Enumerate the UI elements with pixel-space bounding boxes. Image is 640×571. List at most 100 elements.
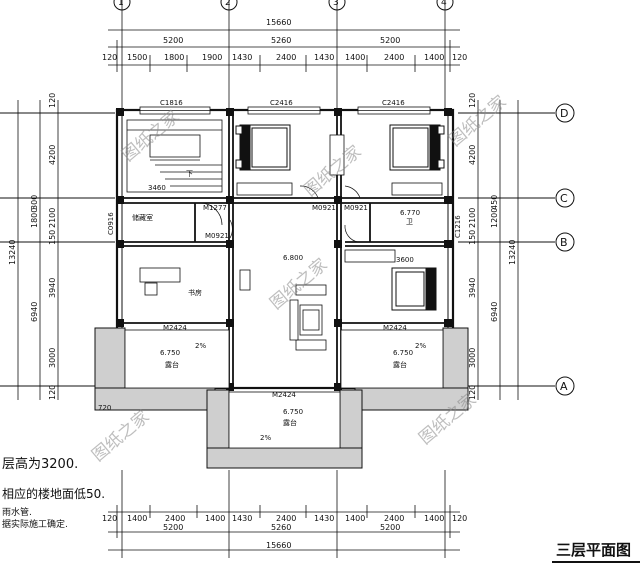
bottom-dimension-text: 120 1400 2400 1400 1430 2400 1430 1400 2… bbox=[102, 514, 467, 550]
room-storage: 储藏室 bbox=[132, 213, 153, 222]
dim-detail-top: 1400 bbox=[424, 53, 444, 62]
drawing-title: 三层平面图 bbox=[556, 541, 631, 559]
axis-label-A: A bbox=[560, 380, 568, 393]
misc-dim: 720 bbox=[98, 404, 111, 412]
dim-right-inner: 120 bbox=[468, 385, 477, 400]
dim-bay-top: 5260 bbox=[271, 36, 291, 45]
room-terrace-bottom: 露台 bbox=[283, 418, 297, 427]
bed-bedroom-b bbox=[391, 267, 437, 311]
room-terrace-left: 露台 bbox=[165, 360, 179, 369]
wardrobes bbox=[236, 134, 443, 263]
dim-bay-bottom: 5200 bbox=[163, 523, 183, 532]
note-line: 据实际施工确定. bbox=[2, 518, 68, 530]
dim-detail-top: 2400 bbox=[276, 53, 296, 62]
notes: 层高为3200. 相应的楼地面低50. 雨水管. 据实际施工确定. bbox=[2, 456, 105, 530]
dim-right-inner: 3000 bbox=[468, 348, 477, 368]
dim-left-small: 1800 bbox=[30, 208, 39, 228]
dim-left-inner: 120 bbox=[48, 385, 57, 400]
top-dimension-text: 15660 5200 5260 5200 120 1500 1800 1900 … bbox=[102, 18, 467, 62]
axis-label-4: 4 bbox=[441, 0, 447, 8]
structural-columns bbox=[116, 108, 452, 391]
level-terrace: 6.750 bbox=[393, 349, 413, 357]
dim-detail-bottom: 1430 bbox=[232, 514, 252, 523]
window-label: C0916 bbox=[107, 212, 115, 235]
dim-detail-bottom: 1400 bbox=[127, 514, 147, 523]
door-label: M1277 bbox=[203, 204, 227, 212]
note-line: 相应的楼地面低50. bbox=[2, 486, 105, 501]
dim-bay-top: 5200 bbox=[163, 36, 183, 45]
door-label: M2424 bbox=[163, 324, 187, 332]
window-label: C2416 bbox=[270, 99, 293, 107]
axis-label-D: D bbox=[560, 107, 568, 120]
dim-detail-bottom: 2400 bbox=[276, 514, 296, 523]
dim-detail-bottom: 1400 bbox=[345, 514, 365, 523]
level-terrace: 6.750 bbox=[160, 349, 180, 357]
dim-detail-top: 120 bbox=[102, 53, 117, 62]
dim-right-outer: 13240 bbox=[508, 240, 517, 265]
slope-mark: 2% bbox=[415, 342, 426, 350]
door-label: M2424 bbox=[383, 324, 407, 332]
top-dimension-lines bbox=[108, 0, 460, 110]
dim-detail-top: 1400 bbox=[345, 53, 365, 62]
window-label: C2416 bbox=[382, 99, 405, 107]
dim-left-inner: 3000 bbox=[48, 348, 57, 368]
dim-right-inner: 4200 bbox=[468, 145, 477, 165]
room-wc: 卫 bbox=[406, 218, 413, 226]
dim-total-bottom: 15660 bbox=[266, 541, 291, 550]
room-terrace-right: 露台 bbox=[393, 360, 407, 369]
dim-detail-top: 1900 bbox=[202, 53, 222, 62]
watermark: 图纸之家 bbox=[88, 407, 153, 466]
axis-label-B: B bbox=[560, 236, 568, 249]
bed-right bbox=[389, 124, 445, 171]
living-furniture bbox=[239, 269, 327, 351]
axis-bubbles-right bbox=[458, 103, 575, 396]
slope-mark: 2% bbox=[260, 434, 271, 442]
left-dimension-text: 13240 6940 120 4200 2100 150 3940 3000 1… bbox=[8, 93, 57, 400]
axis-label-1: 1 bbox=[118, 0, 124, 8]
dim-left-inner: 150 bbox=[48, 230, 57, 245]
dim-detail-bottom: 2400 bbox=[165, 514, 185, 523]
staircase bbox=[126, 119, 223, 193]
left-axis-lines bbox=[0, 112, 115, 387]
dim-detail-bottom: 1400 bbox=[205, 514, 225, 523]
misc-dim: 3460 bbox=[148, 184, 166, 192]
dim-detail-bottom: 1430 bbox=[314, 514, 334, 523]
dim-left-inner: 3940 bbox=[48, 278, 57, 298]
window-label: C1816 bbox=[160, 99, 183, 107]
axis-bubbles-top bbox=[113, 0, 454, 11]
windows-top bbox=[139, 106, 431, 115]
level-living: 6.800 bbox=[283, 254, 303, 262]
dim-detail-top: 1500 bbox=[127, 53, 147, 62]
dim-detail-top: 1430 bbox=[314, 53, 334, 62]
dim-detail-top: 120 bbox=[452, 53, 467, 62]
dim-detail-top: 1800 bbox=[164, 53, 184, 62]
dim-detail-bottom: 2400 bbox=[384, 514, 404, 523]
door-label: M0921 bbox=[312, 204, 336, 212]
dim-left-inner: 2100 bbox=[48, 208, 57, 228]
stair-down-label: 下 bbox=[186, 170, 193, 178]
left-dimension-lines bbox=[17, 100, 59, 400]
door-label: M0921 bbox=[344, 204, 368, 212]
dim-right-small: 1200 bbox=[490, 208, 499, 228]
misc-dim: 3600 bbox=[396, 256, 414, 264]
dim-detail-bottom: 120 bbox=[452, 514, 467, 523]
door-label: M0921 bbox=[205, 232, 229, 240]
dim-bay-bottom: 5260 bbox=[271, 523, 291, 532]
axis-label-C: C bbox=[560, 192, 568, 205]
level-terrace: 6.750 bbox=[283, 408, 303, 416]
dim-right-inner: 3940 bbox=[468, 278, 477, 298]
door-swings bbox=[199, 185, 361, 243]
level-wc: 6.770 bbox=[400, 209, 420, 217]
window-label: C1216 bbox=[454, 215, 462, 238]
dim-left-small: 300 bbox=[30, 195, 39, 210]
axis-labels-right: D C B A bbox=[560, 107, 568, 393]
axis-label-3: 3 bbox=[333, 0, 339, 8]
dim-right-mid: 6940 bbox=[490, 302, 499, 322]
room-study: 书房 bbox=[188, 288, 202, 297]
axis-label-2: 2 bbox=[225, 0, 231, 8]
dim-bay-top: 5200 bbox=[380, 36, 400, 45]
dim-left-inner: 120 bbox=[48, 93, 57, 108]
dim-left-outer: 13240 bbox=[8, 240, 17, 265]
dim-left-mid: 6940 bbox=[30, 302, 39, 322]
